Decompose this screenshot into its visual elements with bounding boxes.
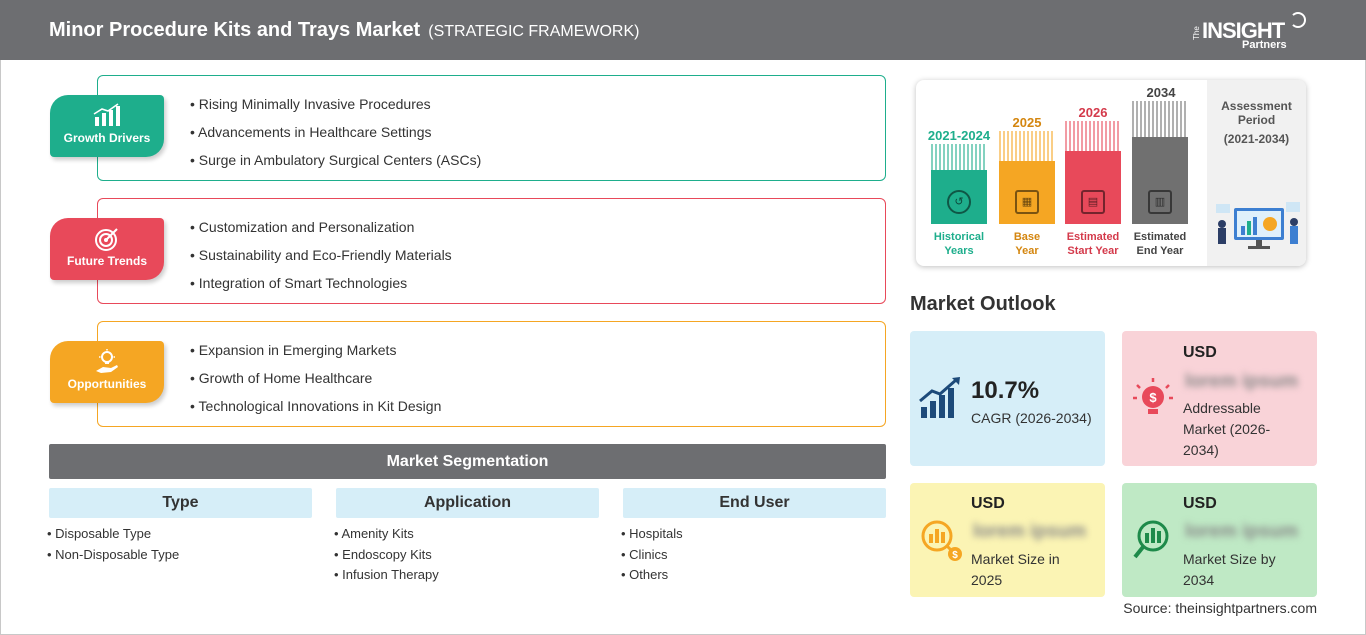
list-item: Growth of Home Healthcare <box>190 369 441 397</box>
logo-the: The <box>1192 26 1201 40</box>
history-clock-icon: ↺ <box>947 190 971 214</box>
page-subtitle: (STRATEGIC FRAMEWORK) <box>428 23 640 40</box>
assessment-period-panel: Assessment Period (2021-2034) <box>1207 80 1306 266</box>
segment-header: Type <box>49 488 312 518</box>
list-item: Advancements in Healthcare Settings <box>190 123 481 151</box>
market-outlook-title: Market Outlook <box>910 293 1056 315</box>
dollar-bulb-icon: $ <box>1133 378 1173 414</box>
growth-drivers-box: Rising Minimally Invasive Procedures Adv… <box>97 75 886 181</box>
insight-partners-logo: The INSIGHT Partners <box>1192 10 1312 52</box>
cagr-value: 10.7% <box>971 377 1040 404</box>
badge-label: Future Trends <box>66 254 147 268</box>
future-trends-box: Customization and Personalization Sustai… <box>97 198 886 304</box>
segment-application: Application Amenity Kits Endoscopy Kits … <box>336 488 599 588</box>
opportunities-list: Expansion in Emerging Markets Growth of … <box>190 341 442 425</box>
market-size-2025-card: $ USD lorem ipsum Market Size in 2025 <box>910 483 1105 597</box>
page-title: Minor Procedure Kits and Trays Market(ST… <box>49 19 640 41</box>
segment-header: Application <box>336 488 599 518</box>
calendar-icon: ▦ <box>1015 190 1039 214</box>
list-item: Rising Minimally Invasive Procedures <box>190 95 481 123</box>
timeline-bar-end: ▥ <box>1132 101 1188 224</box>
growth-drivers-list: Rising Minimally Invasive Procedures Adv… <box>190 95 481 179</box>
cagr-label: CAGR (2026-2034) <box>971 410 1092 426</box>
size-2034-currency: USD <box>1183 495 1217 512</box>
header-bar: Minor Procedure Kits and Trays Market(ST… <box>0 0 1366 60</box>
list-item: Surge in Ambulatory Surgical Centers (AS… <box>190 151 481 179</box>
list-item: Expansion in Emerging Markets <box>190 341 441 369</box>
growth-drivers-badge: Growth Drivers <box>50 95 164 157</box>
logo-insight: INSIGHT <box>1202 18 1285 43</box>
list-item: Clinics <box>621 547 886 568</box>
opportunities-box: Expansion in Emerging Markets Growth of … <box>97 321 886 427</box>
list-item: Sustainability and Eco-Friendly Material… <box>190 246 452 274</box>
list-item: Non-Disposable Type <box>47 547 312 568</box>
list-item: Disposable Type <box>47 526 312 547</box>
future-trends-badge: Future Trends <box>50 218 164 280</box>
future-trends-list: Customization and Personalization Sustai… <box>190 218 452 302</box>
timeline-year-base: 2025 <box>1012 115 1042 130</box>
addressable-market-card: $ USD lorem ipsum Addressable Market (20… <box>1122 331 1317 466</box>
addressable-value-blurred: lorem ipsum <box>1185 371 1298 392</box>
assessment-title: Assessment Period <box>1221 99 1292 127</box>
segment-type: Type Disposable Type Non-Disposable Type <box>49 488 312 567</box>
presentation-icon: ▥ <box>1148 190 1172 214</box>
list-item: Others <box>621 567 886 588</box>
list-item: Customization and Personalization <box>190 218 452 246</box>
size-2025-value-blurred: lorem ipsum <box>973 521 1086 542</box>
badge-label: Growth Drivers <box>63 131 151 145</box>
bar-chart-growth-icon <box>50 103 164 129</box>
logo-partners: Partners <box>1242 39 1287 51</box>
size-2034-label: Market Size by 2034 <box>1183 551 1276 588</box>
timeline-bar-start: ▤ <box>1065 121 1121 224</box>
badge-label: Opportunities <box>67 377 147 391</box>
addressable-label: Addressable Market (2026-2034) <box>1183 400 1271 458</box>
timeline-year-end: 2034 <box>1146 85 1176 100</box>
svg-text:$: $ <box>952 550 958 561</box>
timeline-bar-historical: ↺ <box>931 144 987 224</box>
size-2034-value-blurred: lorem ipsum <box>1185 521 1298 542</box>
assessment-range: (2021-2034) <box>1223 132 1290 146</box>
dollar-chart-magnifier-icon: $ <box>921 520 962 561</box>
timeline-year-historical: 2021-2024 <box>927 128 991 143</box>
list-item: Integration of Smart Technologies <box>190 274 452 302</box>
cagr-card: 10.7% CAGR (2026-2034) <box>910 331 1105 466</box>
list-item: Endoscopy Kits <box>334 547 599 568</box>
market-size-2034-card: USD lorem ipsum Market Size by 2034 <box>1122 483 1317 597</box>
chart-magnifier-icon <box>1133 520 1169 559</box>
timeline-year-start: 2026 <box>1078 105 1108 120</box>
list-item: Technological Innovations in Kit Design <box>190 397 442 425</box>
opportunities-badge: Opportunities <box>50 341 164 403</box>
logo-arc-icon <box>1290 12 1306 28</box>
market-segmentation-title: Market Segmentation <box>49 444 886 479</box>
target-icon <box>50 226 164 252</box>
analytics-board-icon: ▤ <box>1081 190 1105 214</box>
size-2025-currency: USD <box>971 495 1005 512</box>
size-2025-label: Market Size in 2025 <box>971 551 1060 588</box>
source-note: Source: theinsightpartners.com <box>1123 600 1317 616</box>
segment-header: End User <box>623 488 886 518</box>
timeline-bar-base: ▦ <box>999 131 1055 224</box>
segment-end-user: End User Hospitals Clinics Others <box>623 488 886 588</box>
list-item: Hospitals <box>621 526 886 547</box>
list-item: Amenity Kits <box>334 526 599 547</box>
list-item: Infusion Therapy <box>334 567 599 588</box>
growth-chart-icon <box>919 377 960 418</box>
lightbulb-hand-icon <box>50 349 164 375</box>
svg-text:$: $ <box>1149 390 1157 405</box>
addressable-currency: USD <box>1183 344 1217 361</box>
analyst-dashboard-icon <box>1216 202 1300 249</box>
